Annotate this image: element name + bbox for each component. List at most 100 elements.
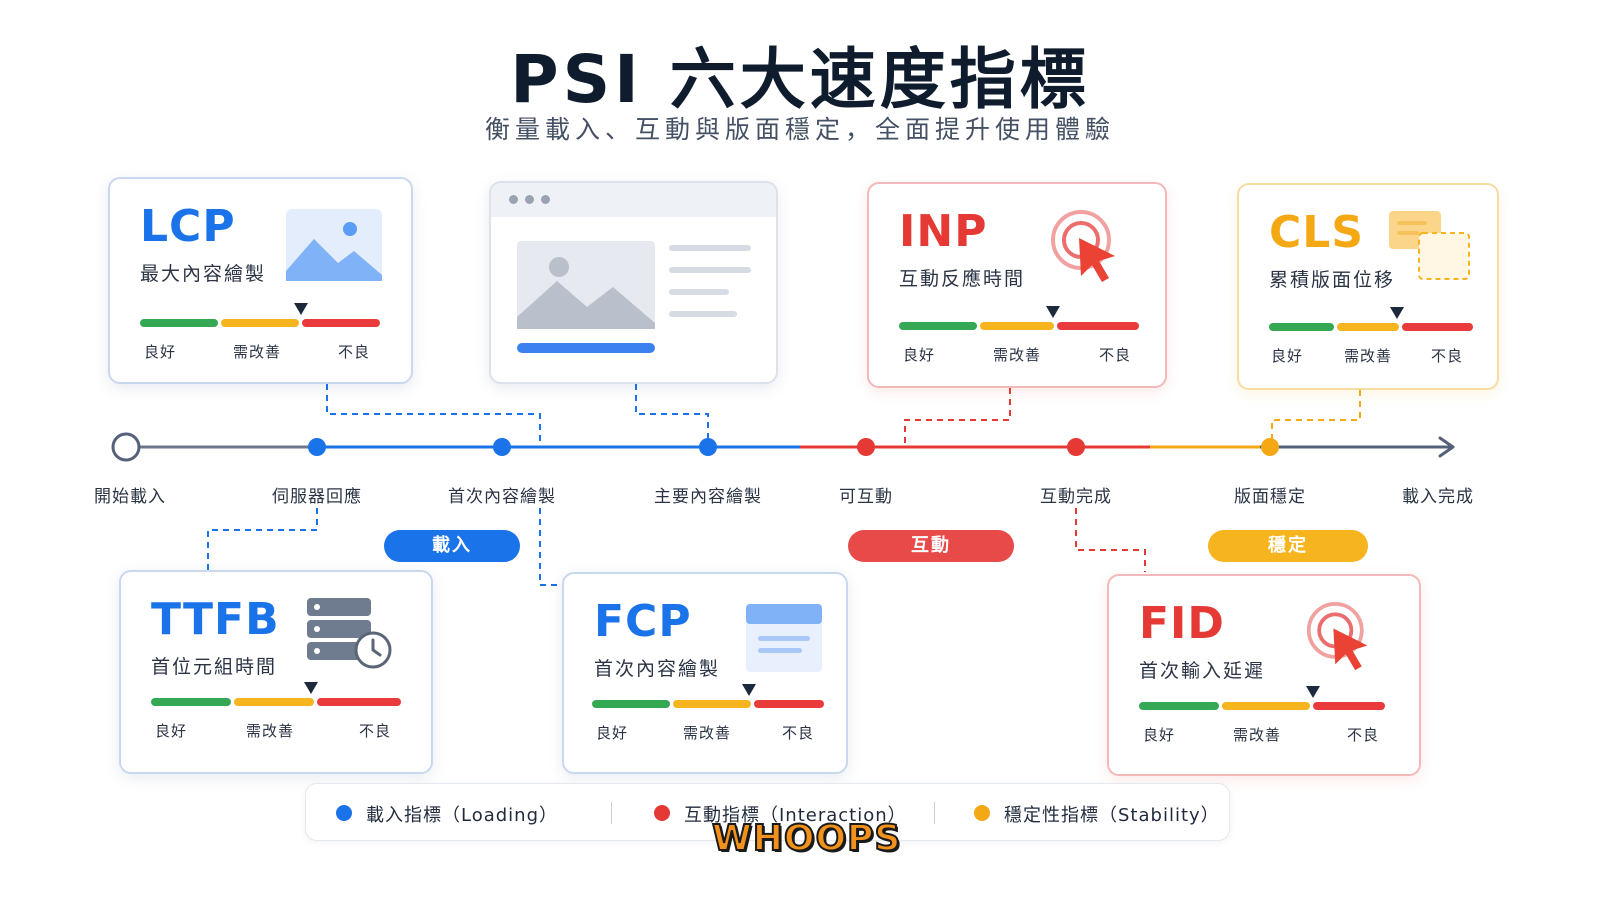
score-marker (1306, 686, 1320, 698)
score-bar (592, 700, 824, 708)
scale-label-good: 良好 (1271, 347, 1304, 365)
metric-abbr: TTFB (151, 594, 280, 645)
legend-divider (934, 802, 935, 824)
score-bar-needs (1337, 323, 1399, 331)
metric-card-fcp: FCP 首次內容繪製 良好 需改善 不良 (562, 572, 848, 774)
timeline-node-server (308, 438, 326, 456)
text-line (669, 245, 751, 251)
scale-label-poor: 不良 (1099, 346, 1132, 364)
timeline-label-interaction-done: 互動完成 (1040, 487, 1112, 507)
connector-lcp (326, 384, 541, 447)
scale-label-needs: 需改善 (246, 722, 295, 740)
phase-pill-loading: 載入 (384, 530, 520, 562)
score-marker (742, 684, 756, 696)
score-bar-needs (234, 698, 314, 706)
legend-dot-interaction (654, 805, 670, 821)
window-dot-icon (525, 195, 534, 204)
layout-shift-icon (1389, 211, 1470, 280)
score-bar-poor (302, 319, 380, 327)
metric-desc: 首次內容繪製 (594, 658, 721, 680)
metric-card-fid: FID 首次輸入延遲 良好 需改善 不良 (1107, 574, 1421, 776)
metric-card-inp: INP 互動反應時間 良好 需改善 不良 (867, 182, 1167, 388)
score-bar-needs (673, 700, 751, 708)
score-marker (1046, 306, 1060, 318)
scale-label-good: 良好 (903, 346, 936, 364)
page-content-icon (746, 604, 822, 672)
connector-fcp (539, 508, 562, 586)
page-subtitle: 衡量載入、互動與版面穩定，全面提升使用體驗 (484, 115, 1115, 144)
score-marker (304, 682, 318, 694)
connector-browser (635, 384, 709, 447)
timeline-arrowhead (1438, 436, 1455, 458)
legend-dot-loading (336, 805, 352, 821)
window-dot-icon (541, 195, 550, 204)
phase-pill-interaction: 互動 (848, 530, 1014, 562)
timeline-node-interaction-done (1067, 438, 1085, 456)
metric-desc: 最大內容繪製 (140, 263, 267, 285)
legend-loading: 載入指標（Loading） (366, 805, 559, 826)
scale-label-good: 良好 (144, 343, 177, 361)
score-bar-good (140, 319, 218, 327)
scale-label-good: 良好 (596, 724, 629, 742)
metric-desc: 累積版面位移 (1269, 269, 1396, 291)
legend: 載入指標（Loading） 互動指標（Interaction） 穩定性指標（St… (305, 783, 1230, 841)
scale-label-needs: 需改善 (993, 346, 1042, 364)
image-icon (286, 209, 382, 281)
scale-label-poor: 不良 (359, 722, 392, 740)
scale-label-needs: 需改善 (683, 724, 732, 742)
legend-dot-stability (974, 805, 990, 821)
timeline-node-interactive (857, 438, 875, 456)
score-bar (899, 322, 1139, 330)
score-bar-poor (1401, 323, 1473, 331)
score-bar (1269, 323, 1473, 331)
scale-label-needs: 需改善 (1344, 347, 1393, 365)
connector-inp (904, 388, 1011, 447)
watermark-logo: WHOOPS (711, 817, 902, 860)
timeline-node-fcp (493, 438, 511, 456)
progress-bar (517, 343, 655, 353)
server-clock-icon (307, 598, 392, 669)
browser-mockup (489, 181, 778, 384)
score-bar-needs (221, 319, 299, 327)
metric-abbr: CLS (1269, 207, 1365, 258)
scale-label-poor: 不良 (1431, 347, 1464, 365)
legend-stability: 穩定性指標（Stability） (1004, 805, 1220, 826)
image-placeholder-icon (517, 241, 655, 329)
score-bar-good (1139, 702, 1219, 710)
click-cursor-icon (1306, 602, 1368, 671)
metric-card-lcp: LCP 最大內容繪製 良好 需改善 不良 (108, 177, 413, 384)
page-title: PSI 六大速度指標 (510, 41, 1090, 118)
phase-pill-stability: 穩定 (1208, 530, 1368, 562)
metric-desc: 首位元組時間 (151, 656, 278, 678)
timeline-label-server: 伺服器回應 (272, 487, 362, 507)
score-bar-poor (1313, 702, 1385, 710)
score-bar (1139, 702, 1385, 710)
scale-label-poor: 不良 (782, 724, 815, 742)
metric-abbr: FID (1139, 598, 1225, 649)
click-cursor-icon (1051, 210, 1115, 282)
timeline-label-end: 載入完成 (1402, 487, 1474, 507)
timeline-label-start: 開始載入 (94, 487, 166, 507)
metric-card-cls: CLS 累積版面位移 良好 需改善 不良 (1237, 183, 1499, 390)
score-bar-good (899, 322, 977, 330)
connector-ttfb (207, 508, 318, 570)
score-bar-poor (317, 698, 401, 706)
metric-abbr: FCP (594, 596, 692, 647)
text-line (669, 267, 751, 273)
score-bar-poor (754, 700, 824, 708)
scale-label-needs: 需改善 (1233, 726, 1282, 744)
score-bar-poor (1057, 322, 1139, 330)
scale-label-good: 良好 (1143, 726, 1176, 744)
text-line (669, 311, 737, 317)
scale-label-poor: 不良 (1347, 726, 1380, 744)
text-line (669, 289, 729, 295)
score-bar-good (592, 700, 670, 708)
score-bar-good (1269, 323, 1335, 331)
window-dot-icon (509, 195, 518, 204)
timeline-label-interactive: 可互動 (839, 487, 893, 507)
score-bar (140, 319, 380, 327)
connector-cls (1271, 390, 1361, 447)
timeline-node-lcp (699, 438, 717, 456)
timeline-label-lcp: 主要內容繪製 (654, 487, 762, 507)
timeline-label-stable: 版面穩定 (1234, 487, 1306, 507)
